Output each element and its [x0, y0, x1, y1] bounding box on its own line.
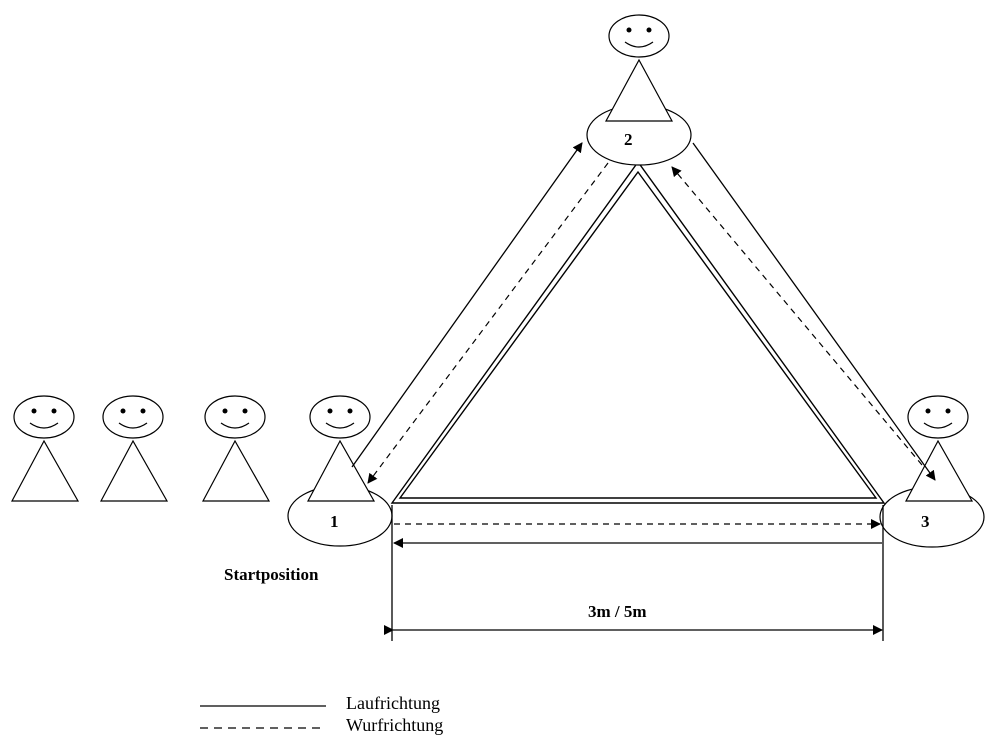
- run-arrow-1-to-2: [351, 142, 583, 468]
- stick-figure-waiting-3: [202, 395, 271, 502]
- legend-label-throw: Wurfrichtung: [346, 715, 443, 735]
- station-label-3: 3: [921, 512, 930, 531]
- stick-figure-station-3: [905, 395, 974, 502]
- run-arrow-2-to-3: [692, 142, 936, 481]
- start-position-label: Startposition: [224, 565, 319, 584]
- central-triangle: [390, 160, 886, 504]
- distance-label: 3m / 5m: [588, 602, 647, 621]
- throw-arrow-2-to-1: [367, 162, 609, 484]
- stick-figure-waiting-2: [100, 395, 169, 502]
- legend: Laufrichtung Wurfrichtung: [200, 693, 443, 735]
- station-label-1: 1: [330, 512, 339, 531]
- stick-figure-station-1: [307, 395, 376, 502]
- legend-label-run: Laufrichtung: [346, 693, 440, 713]
- distance-dimension: [384, 505, 884, 641]
- station-label-2: 2: [624, 130, 633, 149]
- throw-arrow-3-to-2: [671, 166, 923, 466]
- stick-figure-waiting-1: [11, 395, 80, 502]
- stick-figure-station-2: [604, 14, 674, 122]
